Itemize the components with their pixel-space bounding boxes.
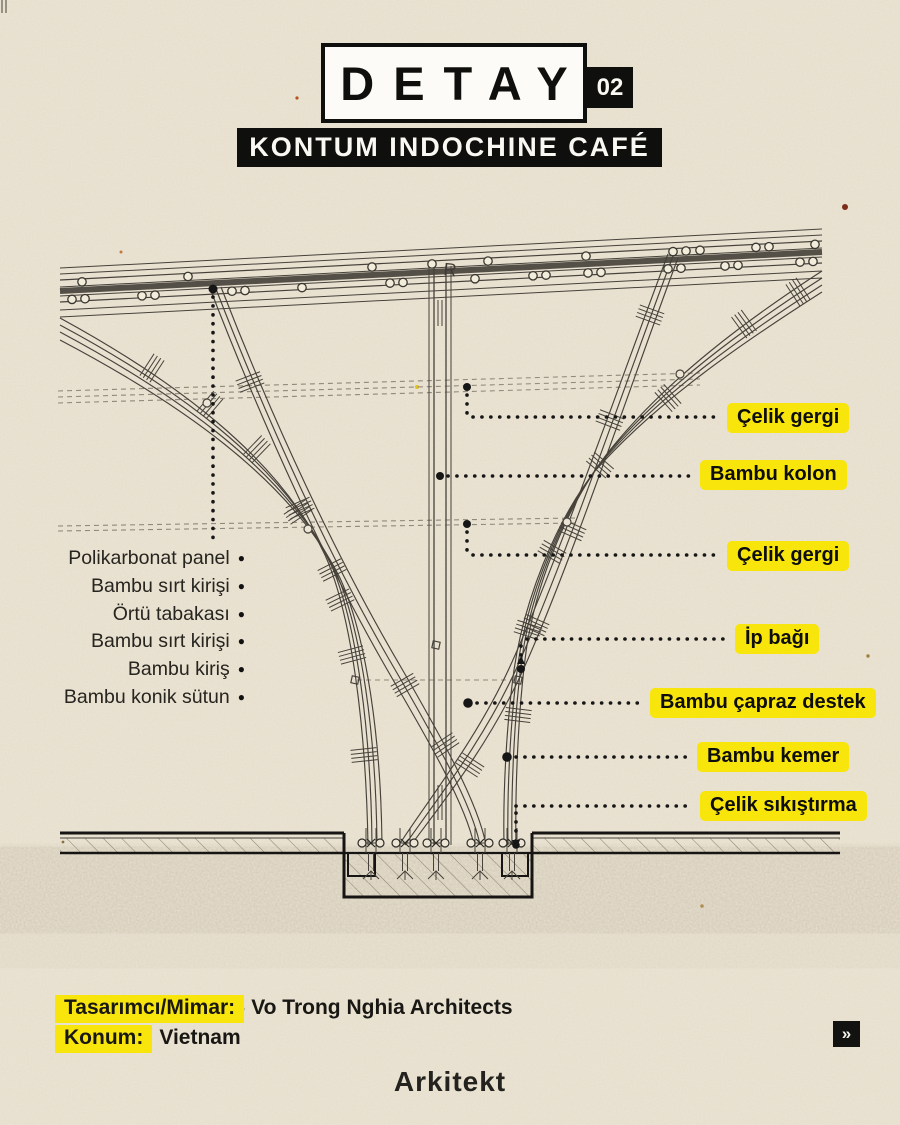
designer-value: Vo Trong Nghia Architects bbox=[251, 996, 513, 1019]
section-marker-r: R bbox=[443, 259, 458, 280]
callout-bambu-capraz-destek: Bambu çapraz destek bbox=[650, 688, 876, 718]
callout-celik-sikistirma: Çelik sıkıştırma bbox=[700, 791, 867, 821]
callout-polikarbonat-panel: Polikarbonat panel● bbox=[20, 546, 245, 574]
bullet-dot: ● bbox=[237, 634, 245, 649]
callout-ip-bagi: İp bağı bbox=[735, 624, 820, 654]
callout-bambu-kiris: Bambu kiriş● bbox=[20, 657, 245, 685]
title-box: DETAY bbox=[321, 43, 587, 123]
callout-celik-gergi-2: Çelik gergi bbox=[727, 541, 850, 571]
next-page-button[interactable]: » bbox=[833, 1021, 860, 1047]
callout-bambu-sirt-kirisi-1: Bambu sırt kirişi● bbox=[20, 574, 245, 602]
left-callout-list: Polikarbonat panel● Bambu sırt kirişi● Ö… bbox=[20, 546, 245, 713]
page-title: DETAY bbox=[340, 56, 587, 110]
location-label: Konum: bbox=[55, 1025, 153, 1053]
designer-row: Tasarımcı/Mimar: Vo Trong Nghia Architect… bbox=[55, 995, 513, 1023]
callout-ortu-tabakasi: Örtü tabakası● bbox=[20, 602, 245, 630]
issue-number-badge: 02 bbox=[587, 67, 633, 108]
project-subtitle: KONTUM INDOCHINE CAFÉ bbox=[237, 128, 662, 167]
bullet-dot: ● bbox=[237, 551, 245, 565]
designer-label: Tasarımcı/Mimar: bbox=[55, 995, 245, 1023]
double-chevron-icon: » bbox=[841, 1024, 852, 1043]
bullet-dot: ● bbox=[237, 606, 245, 621]
callout-bambu-konik-sutun: Bambu konik sütun● bbox=[20, 685, 245, 713]
callout-celik-gergi-1: Çelik gergi bbox=[727, 403, 850, 433]
callout-bambu-sirt-kirisi-2: Bambu sırt kirişi● bbox=[20, 629, 245, 657]
brand-logo: Arkitekt bbox=[393, 1066, 507, 1097]
bullet-dot: ● bbox=[237, 662, 245, 677]
location-value: Vietnam bbox=[159, 1026, 241, 1049]
bullet-dot: ● bbox=[237, 578, 245, 593]
callout-bambu-kolon: Bambu kolon bbox=[700, 460, 847, 490]
bullet-dot: ● bbox=[237, 689, 245, 704]
location-row: Konum: Vietnam bbox=[55, 1025, 241, 1053]
callout-bambu-kemer: Bambu kemer bbox=[697, 742, 850, 772]
